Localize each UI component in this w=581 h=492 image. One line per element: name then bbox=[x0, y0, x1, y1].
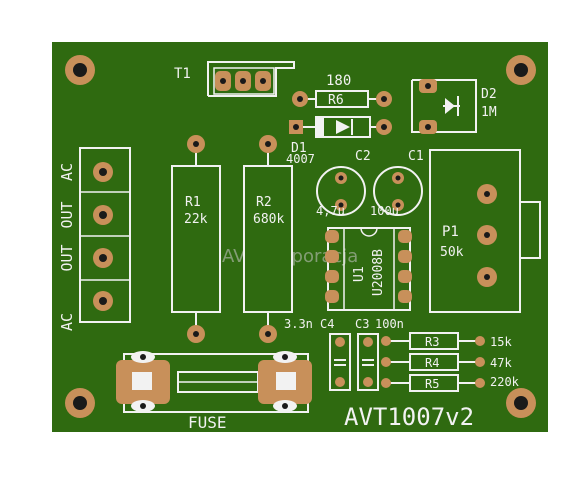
board-title: AVT1007v2 bbox=[344, 403, 474, 431]
u1-label: U1 bbox=[352, 266, 367, 282]
potentiometer-p1: P1 50k bbox=[429, 149, 541, 313]
r1-value: 22k bbox=[184, 212, 208, 227]
terminal-label-out-2: OUT bbox=[58, 244, 76, 271]
r4-value: 47k bbox=[490, 356, 512, 370]
r5-value: 220k bbox=[490, 375, 520, 389]
terminal-label-ac-bottom: AC bbox=[58, 313, 76, 331]
ic-u1: U1 U2008B bbox=[325, 227, 412, 311]
fuse-clip-left bbox=[116, 351, 170, 412]
c4-label: C4 bbox=[320, 317, 334, 331]
resistor-r4: R4 47k bbox=[381, 353, 512, 371]
r2-label: R2 bbox=[256, 195, 272, 210]
r5-label: R5 bbox=[425, 377, 439, 391]
r1-label: R1 bbox=[185, 195, 201, 210]
mounting-hole-tr bbox=[506, 55, 536, 85]
terminal-label-out-1: OUT bbox=[58, 201, 76, 228]
d1-label: D1 bbox=[291, 141, 307, 156]
resistor-r5: R5 220k bbox=[381, 374, 520, 392]
fuse-label: FUSE bbox=[188, 413, 227, 432]
resistor-r2: R2 680k bbox=[243, 135, 293, 343]
capacitor-c1: C1 100u bbox=[370, 149, 424, 218]
d2-label: D2 bbox=[481, 87, 497, 102]
d2-value: 1M bbox=[481, 105, 497, 120]
r2-value: 680k bbox=[253, 212, 284, 227]
led-d2: D2 1M bbox=[411, 79, 497, 134]
c2-value: 4,7u bbox=[316, 204, 345, 218]
r4-label: R4 bbox=[425, 356, 439, 370]
resistor-r3: R3 15k bbox=[381, 332, 512, 350]
terminal-label-ac-top: AC bbox=[58, 163, 76, 181]
c3-label: C3 bbox=[355, 317, 369, 331]
r3-value: 15k bbox=[490, 335, 512, 349]
terminal-screw-1 bbox=[93, 162, 113, 182]
terminal-screw-4 bbox=[93, 291, 113, 311]
c1-label: C1 bbox=[408, 149, 424, 164]
p1-value: 50k bbox=[440, 245, 464, 260]
c1-value: 100u bbox=[370, 204, 399, 218]
c3-value: 100n bbox=[375, 317, 404, 331]
mounting-hole-bl bbox=[65, 388, 95, 418]
fuse-holder: FUSE bbox=[116, 351, 312, 432]
diode-d1: D1 4007 bbox=[286, 116, 392, 166]
capacitor-c4: 3.3n C4 bbox=[284, 317, 351, 391]
capacitor-c3: C3 100n bbox=[355, 317, 404, 391]
p1-label: P1 bbox=[442, 224, 459, 240]
c4-value: 3.3n bbox=[284, 317, 313, 331]
r3-label: R3 bbox=[425, 335, 439, 349]
fuse-clip-right bbox=[258, 351, 312, 412]
t1-label: T1 bbox=[174, 66, 191, 82]
mounting-hole-tl bbox=[65, 55, 95, 85]
mounting-hole-br bbox=[506, 388, 536, 418]
resistor-r6: 180 R6 bbox=[292, 73, 392, 108]
terminal-screw-2 bbox=[93, 205, 113, 225]
resistor-r1: R1 22k bbox=[171, 135, 221, 343]
u1-part: U2008B bbox=[371, 249, 386, 296]
r6-label: R6 bbox=[328, 93, 344, 108]
capacitor-c2: C2 4,7u bbox=[316, 149, 371, 218]
c2-label: C2 bbox=[355, 149, 371, 164]
terminal-block: AC OUT OUT AC bbox=[58, 147, 131, 331]
r6-value: 180 bbox=[326, 73, 351, 89]
d1-part: 4007 bbox=[286, 152, 315, 166]
triac-t1: T1 bbox=[174, 61, 295, 97]
terminal-screw-3 bbox=[93, 248, 113, 268]
